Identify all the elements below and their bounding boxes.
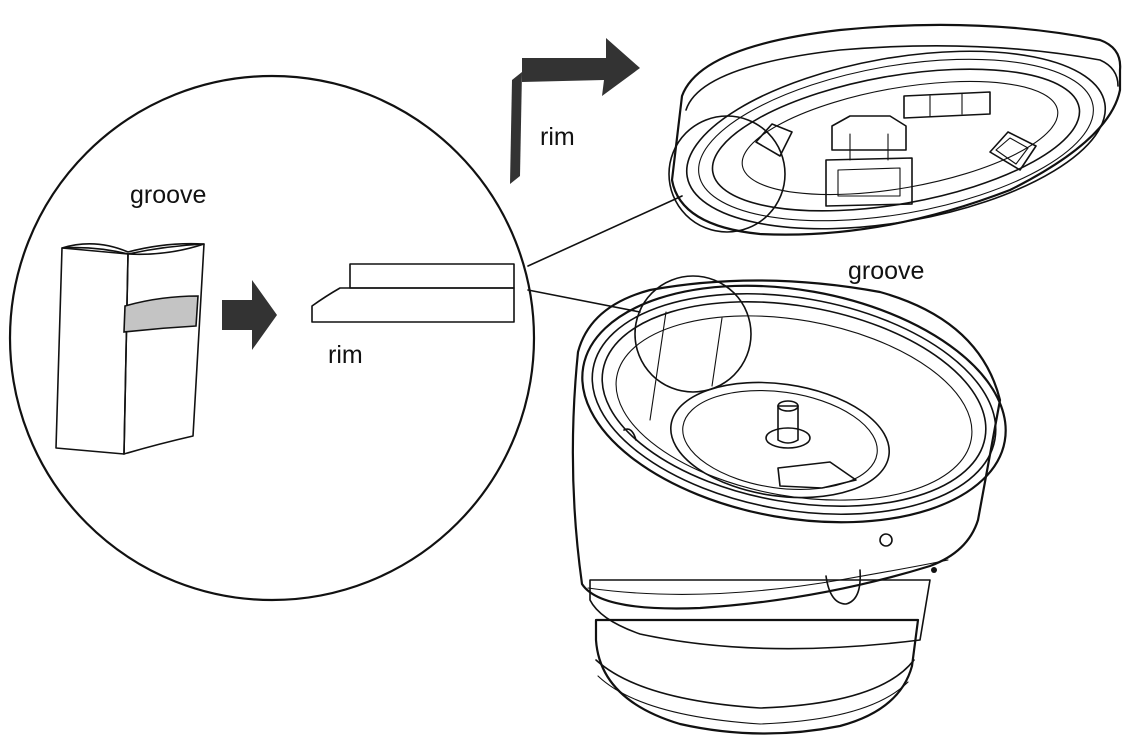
lid-rim-ring-inner (711, 68, 1081, 212)
body-groove-guide-1 (649, 311, 667, 421)
body-floor-disc-inner (682, 389, 878, 491)
body-groove-label: groove (848, 257, 924, 285)
body-floor-sector (777, 461, 857, 489)
detail-circle (8, 74, 536, 602)
left-latch-body (755, 123, 793, 157)
top-rim-label: rim (540, 123, 575, 151)
body-rim-inner-wall (615, 315, 973, 501)
lid-rear-latch (903, 91, 991, 119)
lid-outer-edge (670, 23, 1122, 236)
lid-right-latch (989, 131, 1037, 171)
lid-part (668, 23, 1122, 236)
lid-plate-lip (685, 44, 1119, 111)
rear-latch-body (903, 91, 991, 119)
body-groove-guide-2 (711, 317, 723, 387)
body-center-post (765, 400, 811, 449)
body-rim-groove (591, 292, 997, 516)
body-rim-outer (581, 284, 1007, 524)
body-tab (825, 569, 862, 605)
leader-line-to-lid (527, 195, 683, 267)
latch-window (837, 167, 901, 197)
body-base-lower (594, 618, 920, 735)
lid-rim-ring-outer (685, 50, 1107, 230)
groove-block-side (123, 243, 205, 455)
lid-left-latch (755, 123, 793, 157)
rim-profile-lower (311, 287, 515, 323)
detail-rim-label: rim (328, 341, 363, 369)
body-rim-inner (601, 300, 987, 508)
right-latch-face (995, 137, 1029, 165)
placement-arrow-shaft (522, 38, 640, 96)
body-shell (571, 279, 1002, 610)
body-base-upper (589, 579, 931, 650)
right-latch-body (989, 131, 1037, 171)
placement-arrow-icon (510, 38, 640, 184)
lid-rim-highlight-circle (668, 115, 786, 233)
detail-magnifier: groove rim (8, 74, 536, 602)
body-rim-notch (623, 428, 637, 441)
lid-inner-floor (741, 80, 1059, 196)
leader-line-to-body (527, 289, 641, 313)
body-groove-highlight-circle (634, 275, 752, 393)
body-part (571, 275, 1007, 735)
detail-arrow-icon (222, 280, 277, 350)
post-shaft (777, 405, 799, 444)
groove-block (55, 242, 205, 455)
latch-body (825, 157, 913, 207)
body-base-ring-2 (597, 675, 909, 725)
body-screw-hole (879, 533, 893, 547)
detail-groove-label: groove (130, 181, 206, 209)
groove-block-front (55, 247, 129, 455)
post-base (765, 427, 811, 449)
placement-arrow-stem (510, 72, 522, 184)
body-side-dot (931, 567, 937, 573)
lid-center-latch (825, 115, 913, 207)
rim-profile-upper (349, 263, 515, 289)
groove-band (123, 295, 199, 333)
latch-top (831, 115, 907, 151)
body-floor-disc (669, 381, 891, 499)
lid-rim-ring-mid (698, 58, 1094, 222)
body-shell-seam (587, 559, 949, 595)
post-top (777, 400, 799, 412)
rim-profile (311, 263, 515, 323)
body-base-ring-1 (595, 659, 915, 709)
